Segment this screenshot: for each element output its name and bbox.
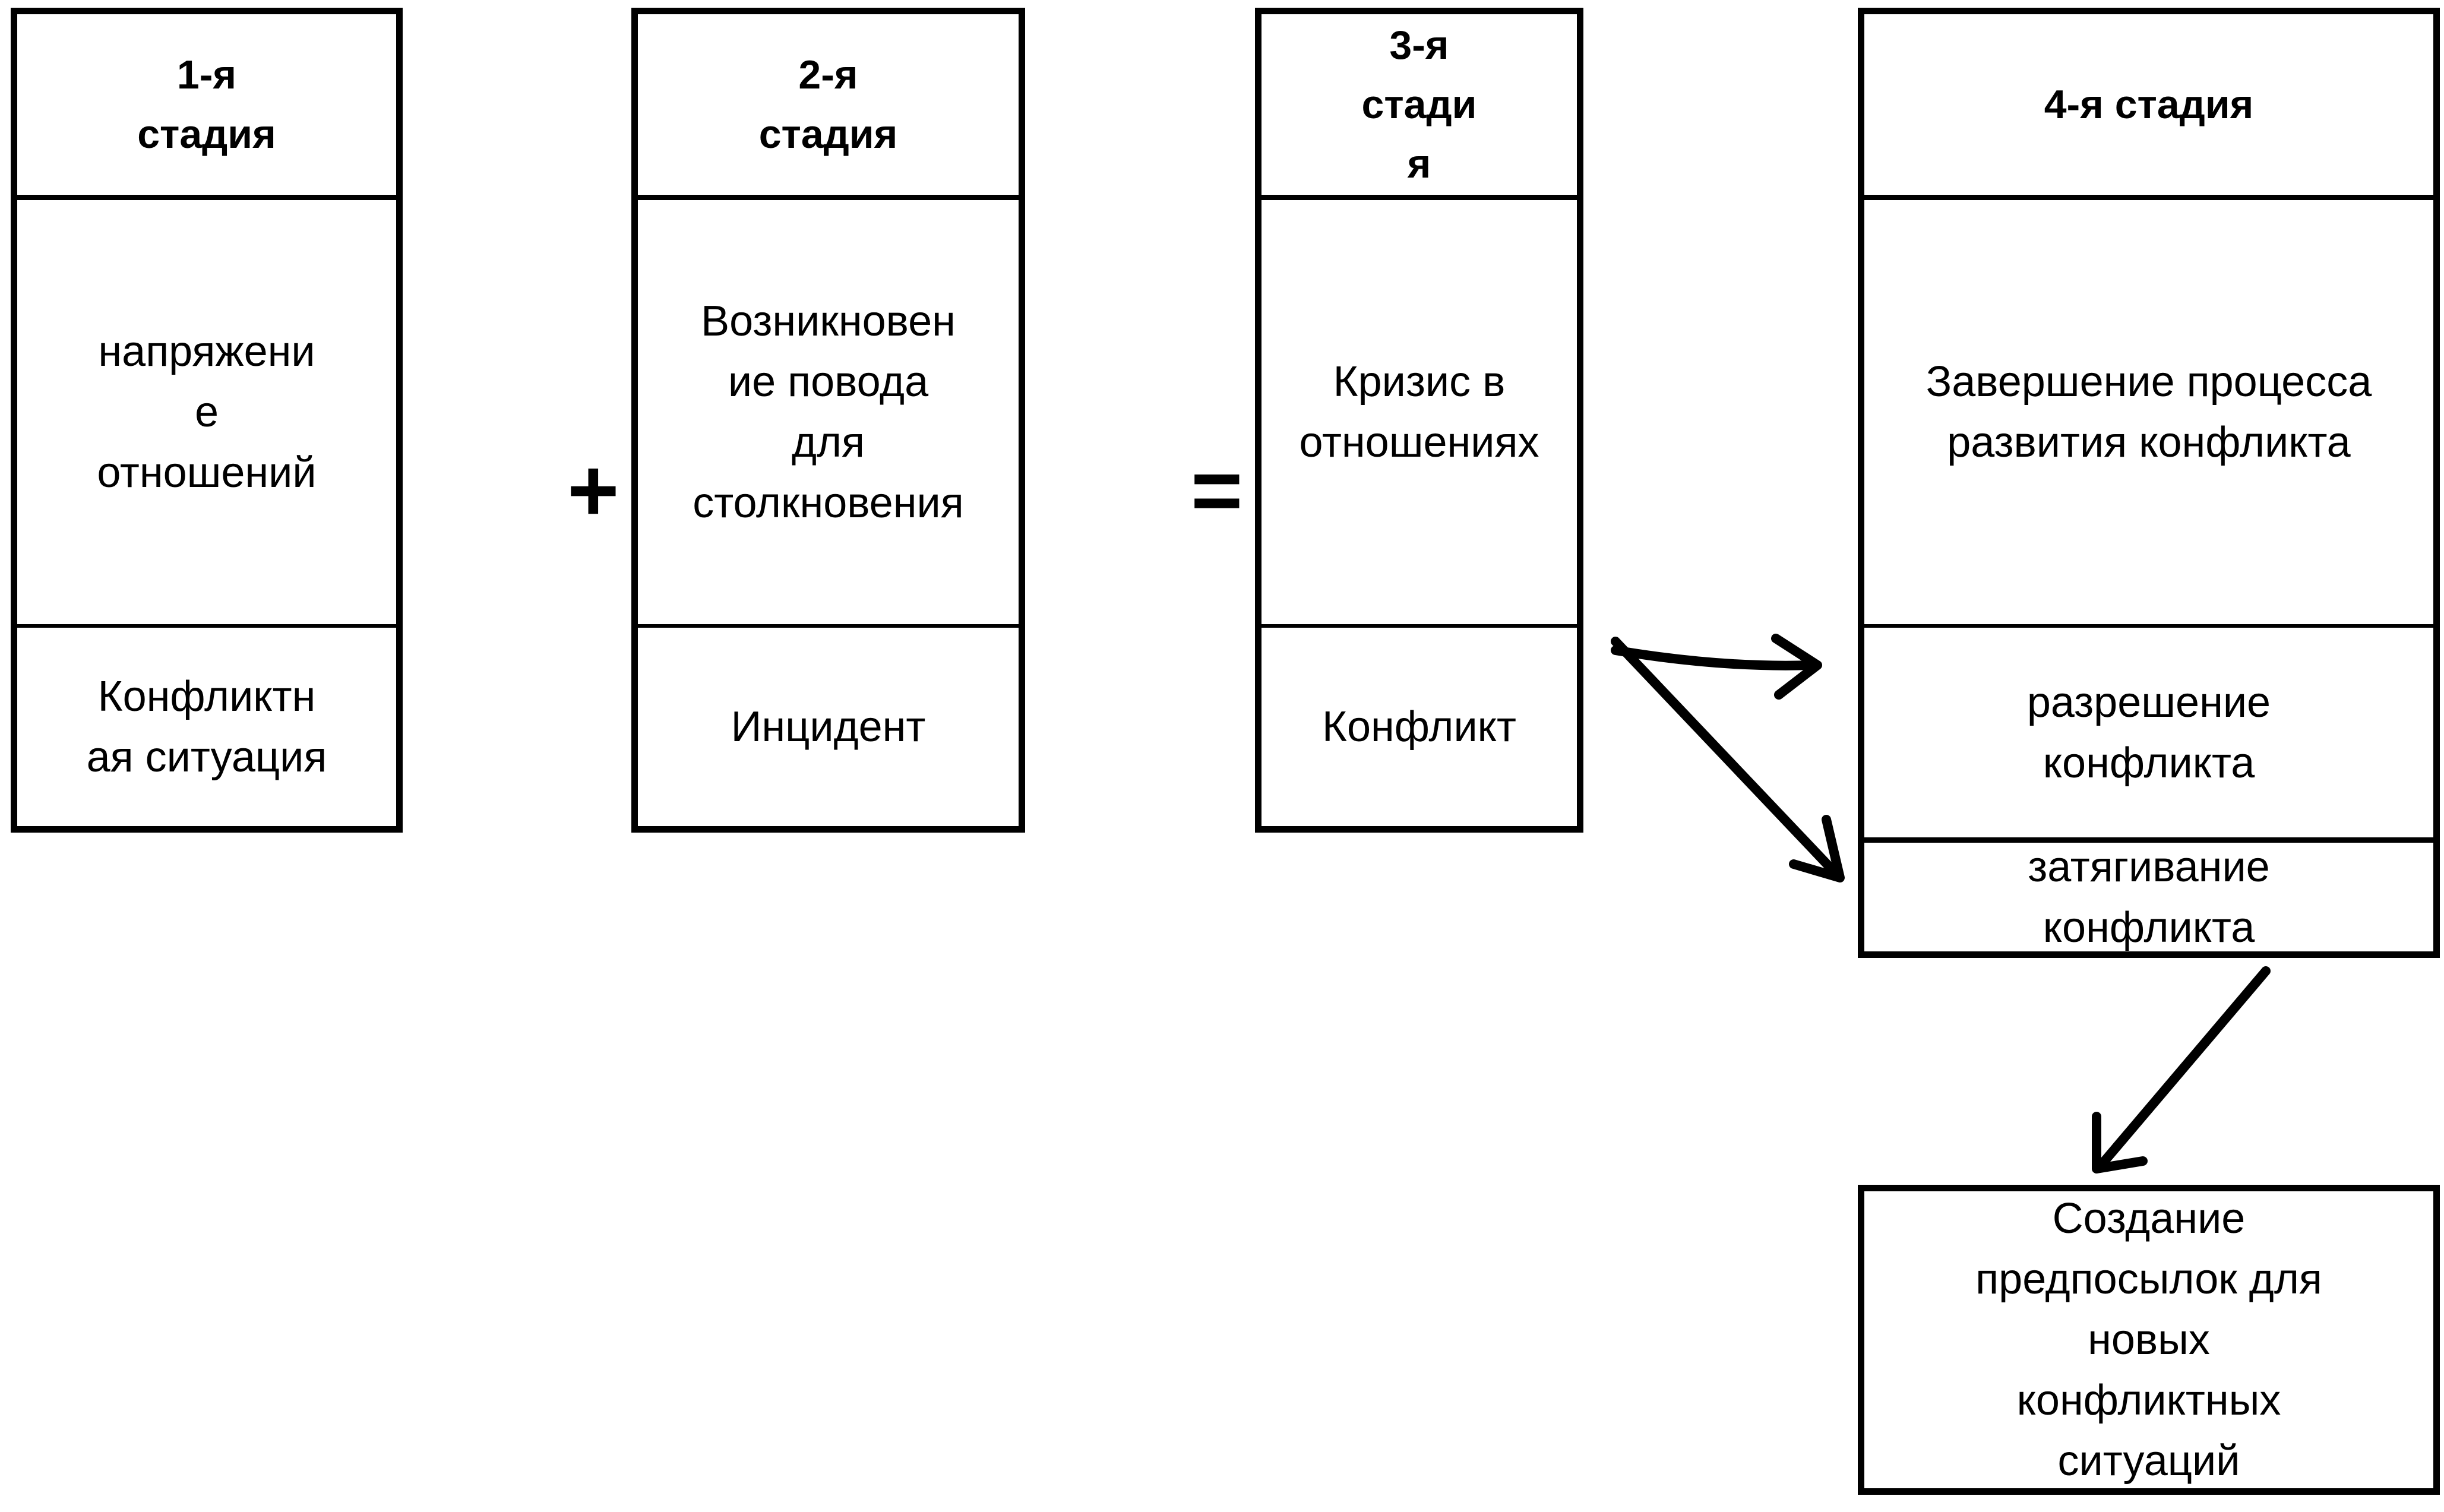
result-content: Создание предпосылок для новых конфликтн… [1864,1191,2433,1488]
stage-4-delay-text: затягивание конфликта [2028,843,2270,951]
stage-2-content: Возникновен ие повода для столкновения [638,200,1019,628]
stage-4-header: 4-я стадия [1864,14,2433,200]
stage-3-box: 3-я стади я Кризис в отношениях Конфликт [1255,8,1583,833]
stage-3-content: Кризис в отношениях [1261,200,1577,628]
stage-1-outcome: Конфликтн ая ситуация [17,628,396,826]
stage-2-content-text: Возникновен ие повода для столкновения [693,298,964,527]
stage-3-content-text: Кризис в отношениях [1299,358,1539,466]
arrow-down-right-icon [1611,637,1845,882]
result-box: Создание предпосылок для новых конфликтн… [1858,1185,2440,1495]
stage-4-box: 4-я стадия Завершение процесса развития … [1858,8,2440,958]
stage-1-box: 1-я стадия напряжени е отношений Конфлик… [11,8,403,833]
arrow-right-icon [1611,634,1822,700]
equals-operator: = [1191,440,1243,540]
stage-4-content-text: Завершение процесса развития конфликта [1926,358,2372,466]
stage-1-title: 1-я стадия [137,52,276,157]
stage-4-title: 4-я стадия [2044,82,2254,127]
stage-2-box: 2-я стадия Возникновен ие повода для сто… [631,8,1025,833]
stage-1-header: 1-я стадия [17,14,396,200]
plus-operator: + [567,440,619,540]
stage-1-content-text: напряжени е отношений [97,328,317,496]
stage-3-title: 3-я стади я [1361,23,1477,186]
stage-3-outcome-text: Конфликт [1322,703,1516,751]
stage-4-content: Завершение процесса развития конфликта [1864,200,2433,628]
result-text: Создание предпосылок для новых конфликтн… [1975,1195,2322,1485]
stage-4-resolution-text: разрешение конфликта [2026,678,2271,787]
stage-3-header: 3-я стади я [1261,14,1577,200]
stage-2-title: 2-я стадия [758,52,898,157]
arrow-down-left-icon [2092,966,2271,1173]
stage-1-content: напряжени е отношений [17,200,396,628]
stage-3-outcome: Конфликт [1261,628,1577,826]
stage-1-outcome-text: Конфликтн ая ситуация [86,673,327,781]
stage-4-delay: затягивание конфликта [1864,843,2433,951]
stage-2-outcome-text: Инцидент [731,703,926,751]
stage-2-outcome: Инцидент [638,628,1019,826]
stage-4-resolution: разрешение конфликта [1864,628,2433,843]
stage-2-header: 2-я стадия [638,14,1019,200]
